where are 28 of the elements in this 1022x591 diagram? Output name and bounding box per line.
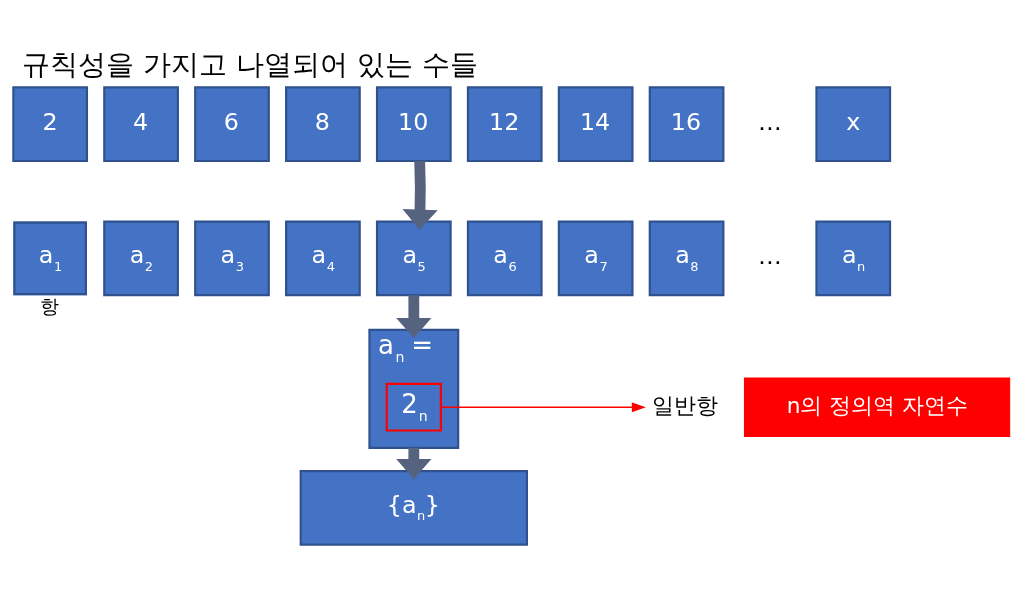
arrow <box>395 294 431 338</box>
node-box: x <box>814 85 891 162</box>
node-box: 12 <box>466 85 543 162</box>
node-box: {a$_{n}$} <box>299 469 528 546</box>
node-box: a$_{6}$ <box>466 220 543 296</box>
node-box: 4 <box>102 85 179 162</box>
node-box: n의 정의역 자연수 <box>743 376 1010 437</box>
diagram-title: 규칙성을 가지고 나열되어 있는 수들 <box>21 47 478 81</box>
node-box: 16 <box>648 85 724 162</box>
node-box: a$_{4}$ <box>284 220 361 296</box>
node-box: 6 <box>193 85 270 162</box>
node-box: 2 <box>11 85 88 162</box>
node-box: 10 <box>375 85 452 162</box>
label: … <box>757 241 782 270</box>
node-text: 일반항 <box>651 392 718 418</box>
node-box: a$_{2}$ <box>102 220 179 296</box>
node-box: a$_{5}$ <box>375 220 452 296</box>
label: … <box>757 107 782 136</box>
node-box: a$_{7}$ <box>557 220 634 296</box>
node-box: 2$_{n}$ <box>385 382 442 432</box>
node-box: 14 <box>557 85 634 162</box>
node-label: 항 <box>39 294 59 318</box>
node-box: a$_{3}$ <box>193 220 270 296</box>
arrow <box>439 401 646 412</box>
arrow <box>402 160 438 230</box>
node-box: a$_{n}$ <box>814 220 891 296</box>
node-box: 8 <box>284 85 361 162</box>
node-box: a$_{8}$ <box>648 220 724 296</box>
